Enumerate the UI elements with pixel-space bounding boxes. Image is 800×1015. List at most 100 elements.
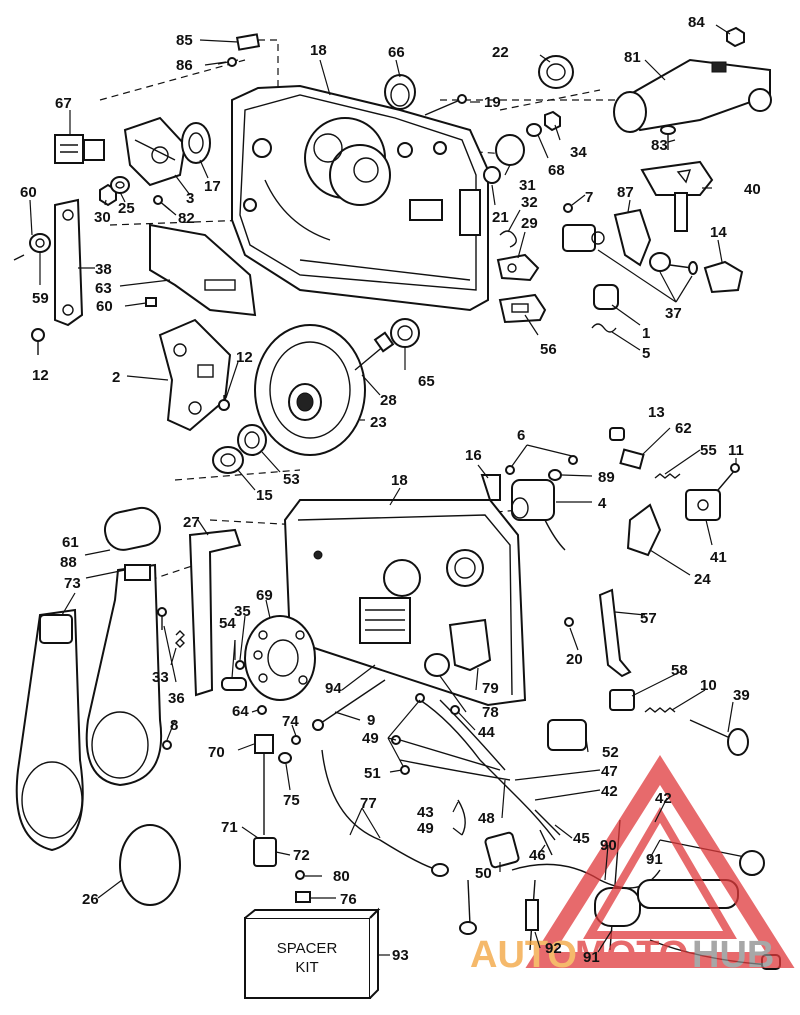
callout-27: 27 xyxy=(183,514,200,531)
callout-73: 73 xyxy=(64,575,81,592)
plug-1 xyxy=(593,284,619,310)
shift-lever-2 xyxy=(158,318,232,432)
screw-35 xyxy=(235,660,245,670)
bolt-28 xyxy=(354,331,395,371)
callout-59: 59 xyxy=(32,290,49,307)
callout-46: 46 xyxy=(529,847,546,864)
lever-24 xyxy=(626,503,662,557)
callout-80: 80 xyxy=(333,868,350,885)
callout-31: 31 xyxy=(519,177,536,194)
switch-4 xyxy=(511,479,566,551)
bushing-65 xyxy=(390,318,420,348)
callout-25: 25 xyxy=(118,200,135,217)
callout-75: 75 xyxy=(283,792,300,809)
callout-3: 3 xyxy=(186,190,194,207)
bushing-66 xyxy=(384,74,416,110)
spacer-kit-line2: KIT xyxy=(295,959,318,976)
callout-67: 67 xyxy=(55,95,72,112)
callout-91-bottom: 91 xyxy=(583,949,600,966)
callout-7: 7 xyxy=(585,189,593,206)
callout-15: 15 xyxy=(256,487,273,504)
block-62 xyxy=(619,448,645,470)
callout-88: 88 xyxy=(60,554,77,571)
callout-89: 89 xyxy=(598,469,615,486)
callout-77: 77 xyxy=(360,795,377,812)
callout-19: 19 xyxy=(484,94,501,111)
callout-labels: 85 86 18 66 22 19 84 81 83 40 34 68 31 2… xyxy=(20,14,761,966)
switch-52 xyxy=(547,719,587,751)
callout-79: 79 xyxy=(482,680,499,697)
handle-88 xyxy=(85,563,163,787)
stud-33 xyxy=(175,630,185,648)
washer-68 xyxy=(526,123,542,137)
callout-37: 37 xyxy=(665,305,682,322)
callout-76: 76 xyxy=(340,891,357,908)
screw-7 xyxy=(563,203,573,213)
callout-66: 66 xyxy=(388,44,405,61)
callout-61: 61 xyxy=(62,534,79,551)
callout-1: 1 xyxy=(642,325,650,342)
bracket-16 xyxy=(480,474,501,501)
spacer-kit-93: SPACER KIT xyxy=(244,907,381,999)
screw-83 xyxy=(660,125,676,150)
cover-79 xyxy=(448,618,492,672)
callout-55: 55 xyxy=(700,442,717,459)
lever-57 xyxy=(598,588,632,678)
screw-12b xyxy=(218,395,230,411)
callout-51: 51 xyxy=(364,765,381,782)
control-housing-front xyxy=(283,499,527,707)
callout-5: 5 xyxy=(642,345,650,362)
callout-44: 44 xyxy=(478,724,495,741)
wire-lead-43-49 xyxy=(457,799,466,836)
pin-13 xyxy=(609,427,625,441)
screw-36 xyxy=(157,607,167,630)
bracket-40 xyxy=(640,160,714,232)
nut-76 xyxy=(295,891,311,903)
callout-39: 39 xyxy=(733,687,750,704)
callout-90: 90 xyxy=(600,837,617,854)
callout-8: 8 xyxy=(170,717,178,734)
callout-63: 63 xyxy=(95,280,112,297)
watermark-auto: AUTO xyxy=(470,934,577,976)
switch-37 xyxy=(562,224,605,252)
callout-6: 6 xyxy=(517,427,525,444)
callout-48: 48 xyxy=(478,810,495,827)
callout-86: 86 xyxy=(176,57,193,74)
callout-18-top: 18 xyxy=(310,42,327,59)
washer-75 xyxy=(278,752,292,764)
block-41 xyxy=(685,489,721,521)
cam-87 xyxy=(613,208,652,267)
callout-29: 29 xyxy=(521,215,538,232)
cam-plate-3 xyxy=(123,116,187,187)
callout-83: 83 xyxy=(651,137,668,154)
disc-31 xyxy=(495,134,525,166)
link-54 xyxy=(221,677,247,691)
washer-25 xyxy=(110,176,130,194)
callout-56: 56 xyxy=(540,341,557,358)
callout-93: 93 xyxy=(392,947,409,964)
gear-disc-23 xyxy=(254,324,366,456)
pin-60a xyxy=(13,254,25,261)
spring-58-10-39 xyxy=(609,689,749,756)
callout-35: 35 xyxy=(234,603,251,620)
callout-58: 58 xyxy=(671,662,688,679)
callout-18-mid: 18 xyxy=(391,472,408,489)
screw-86 xyxy=(217,57,239,67)
callout-12-left: 12 xyxy=(32,367,49,384)
callout-69: 69 xyxy=(256,587,273,604)
bushing-53 xyxy=(237,424,267,456)
wire-harness-49 xyxy=(391,693,556,841)
pivot-67 xyxy=(54,134,105,164)
bushing-17 xyxy=(181,122,211,164)
leader-lines xyxy=(29,24,737,956)
washer-89 xyxy=(548,469,562,481)
callout-12-mid: 12 xyxy=(236,349,253,366)
cable-9 xyxy=(312,679,386,731)
screw-11 xyxy=(717,463,740,491)
control-housing-rear xyxy=(231,84,489,312)
spring-5 xyxy=(591,323,617,333)
handle-73 xyxy=(15,608,84,852)
clip-85 xyxy=(235,33,261,51)
callout-65: 65 xyxy=(418,373,435,390)
screw-20 xyxy=(564,617,574,627)
